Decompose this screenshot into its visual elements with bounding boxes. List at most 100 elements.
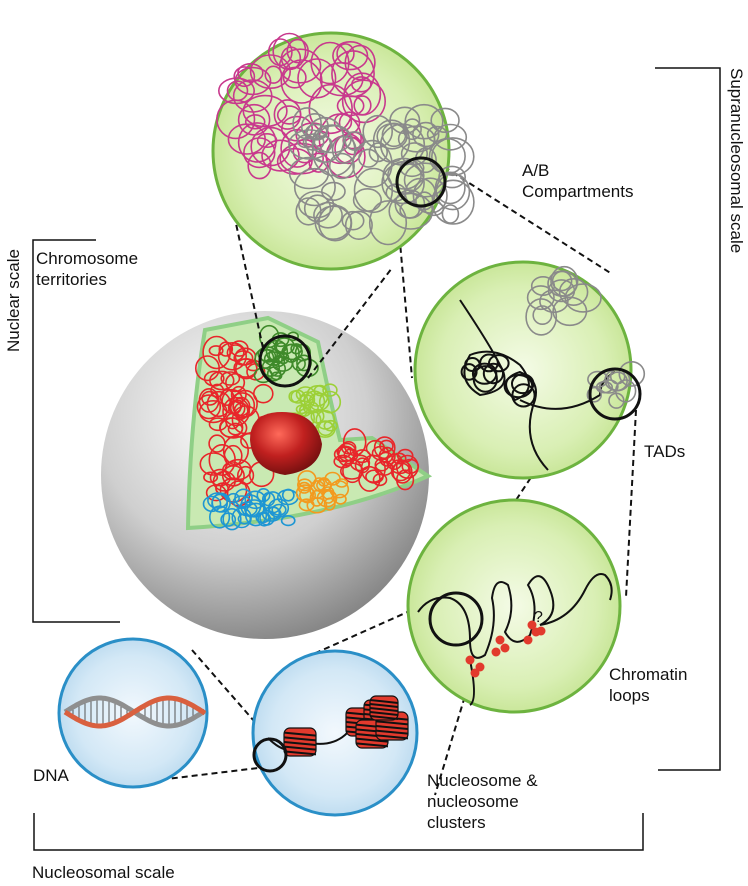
nucleolus — [250, 412, 322, 475]
chromosome-territories-label-line2: territories — [36, 270, 107, 289]
compartment-b-loop — [362, 114, 394, 149]
red-territory-loop — [379, 439, 394, 453]
tad-gray-loop — [552, 296, 588, 327]
cohesin-bead — [536, 626, 546, 636]
compartment-b-loop — [358, 148, 379, 168]
lightgreen-territory-loop — [305, 384, 329, 407]
compartment-a-loop — [331, 50, 375, 98]
dna-wrap — [369, 711, 399, 716]
dna-wrap — [283, 736, 317, 742]
blue-territory-loop — [256, 488, 271, 503]
red-territory-loop — [203, 471, 219, 483]
compartment-a-loop — [242, 94, 288, 128]
nucleus — [101, 311, 433, 639]
compartments-panel — [211, 31, 475, 271]
tad-loop — [479, 353, 499, 373]
compartment-a-loop — [341, 79, 387, 124]
ab-compartments-label-line2: Compartments — [522, 182, 634, 201]
tad-gray-loop — [586, 386, 602, 403]
tad-loop — [482, 362, 504, 385]
tad-gray-loop — [526, 285, 555, 311]
cohesin-bead — [495, 635, 505, 645]
zoom-ring-loop — [428, 591, 484, 647]
blue-territory-loop — [234, 488, 253, 508]
blue-territory-loop — [202, 495, 222, 513]
supranucleosomal-scale-label: Supranucleosomal scale — [727, 68, 746, 254]
tads-label: TADs — [644, 442, 686, 461]
red-territory-loop — [232, 389, 258, 418]
dna-wrap — [369, 707, 399, 712]
compartment-a-loop — [237, 63, 264, 83]
compartment-b-loop — [433, 123, 468, 151]
compartment-a-loop — [310, 41, 350, 85]
compartment-b-loop — [434, 171, 466, 205]
red-territory-loop — [219, 417, 248, 439]
nucleosome — [369, 695, 399, 721]
lightgreen-territory-loop — [295, 404, 309, 415]
nucleosome-label-line3: clusters — [427, 813, 486, 832]
compartment-b-loop — [352, 139, 393, 188]
tad-gray-loop — [532, 305, 553, 326]
dna-wrap — [375, 729, 409, 735]
orange-territory-loop — [335, 478, 349, 488]
compartment-b-loop — [438, 165, 467, 189]
lightgreen-territory-loop — [317, 420, 334, 437]
dna-double-helix — [63, 695, 207, 729]
nucleosome — [283, 727, 317, 757]
dna-wrap — [369, 715, 399, 720]
compartment-a-loop — [237, 103, 271, 136]
cohesin-bead — [523, 635, 533, 645]
blue-territory-loop — [257, 511, 272, 527]
nucleosome-circle — [251, 649, 419, 817]
loop-fiber — [469, 659, 475, 706]
red-territory-loop — [208, 417, 228, 432]
dna-wrap — [283, 750, 317, 756]
orange-territory-loop — [334, 493, 347, 505]
red-territory-loop — [389, 459, 410, 475]
zoom-ring-tad — [588, 367, 642, 421]
dna-panel — [57, 637, 209, 789]
red-territory-loop — [333, 446, 355, 463]
compartment-b-loop — [352, 188, 383, 213]
green-territory-loop — [263, 351, 283, 366]
lightgreen-territory-loop — [310, 408, 325, 424]
blue-territory-loop — [244, 490, 267, 510]
compartment-a-loop — [286, 38, 309, 64]
compartment-b-loop — [388, 192, 434, 230]
dna-wrap — [375, 734, 409, 740]
chromatin-loops-label-line1: Chromatin — [609, 665, 688, 684]
compartment-b-loop — [441, 204, 460, 224]
compartment-a-loop — [344, 44, 376, 81]
cohesin-bead — [527, 620, 537, 630]
lightgreen-territory-loop — [302, 401, 319, 414]
tad-gray-loop — [551, 270, 573, 292]
connector — [434, 629, 486, 796]
compartment-b-loop — [300, 113, 329, 140]
lightgreen-territory-loop — [298, 404, 312, 417]
chromatin-loops-label-line2: loops — [609, 686, 650, 705]
red-territory-loop — [341, 440, 357, 455]
tads-panel — [413, 260, 646, 480]
dna-wrap — [355, 742, 389, 748]
compartment-b-loop — [412, 177, 448, 214]
compartment-a-loop — [353, 95, 372, 116]
blue-territory-loop — [220, 512, 237, 527]
cohesin-bead — [491, 647, 501, 657]
green-territory-loop — [281, 343, 303, 361]
nuclear-scale-bracket — [32, 239, 120, 623]
compartment-b-loop — [314, 205, 352, 240]
compartment-b-loop — [430, 107, 460, 134]
chromosome-territories — [195, 324, 420, 531]
red-territory-loop — [195, 355, 221, 382]
blue-territory-loop — [222, 508, 242, 531]
compartment-a-loop — [273, 99, 302, 130]
blue-territory-loop — [280, 514, 296, 527]
lightgreen-territory-loop — [323, 419, 338, 432]
compartment-b-loop — [382, 157, 425, 195]
tad-loop — [488, 354, 510, 373]
red-territory-loop — [392, 460, 413, 484]
compartment-b-loop — [293, 167, 336, 207]
compartment-b-loop — [288, 156, 330, 190]
blue-territory-loop — [271, 503, 287, 516]
red-territory-loop — [212, 470, 236, 492]
